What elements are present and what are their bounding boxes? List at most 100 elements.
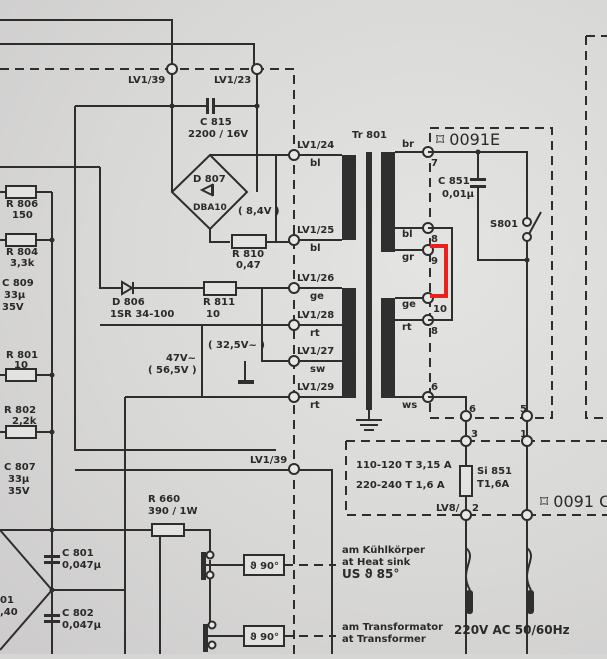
primary-wires <box>294 154 342 398</box>
label-lv1-39: LV1/39 <box>128 75 165 86</box>
primary-pin-2: LV1/25 bl <box>288 225 334 254</box>
junction <box>524 257 530 263</box>
resistor-r660 <box>151 523 185 537</box>
r804-ref: R 804 <box>6 247 38 258</box>
d806-type: 1SR 34-100 <box>110 309 174 320</box>
svg-text:ws: ws <box>402 400 417 411</box>
primary-pin-6: LV1/29 rt <box>288 382 334 411</box>
pin-1-label: 1 <box>520 429 527 440</box>
wire <box>125 529 211 623</box>
pin-6 <box>460 410 472 422</box>
r810-value: 0,47 <box>236 260 261 271</box>
svg-text:9: 9 <box>431 256 438 267</box>
svg-text:ge: ge <box>402 299 416 310</box>
c801-value: 0,047µ <box>62 560 102 571</box>
transformer-ref: Tr 801 <box>352 130 387 141</box>
svg-text:8: 8 <box>431 326 438 337</box>
d807-type: DBA10 <box>193 203 227 213</box>
note-heatsink-2: at Heat sink <box>342 557 411 568</box>
mechanical-link <box>284 564 336 637</box>
capacitor-c801-plate <box>44 561 60 564</box>
capacitor-c851-plate <box>470 185 486 188</box>
d807-ref: D 807 <box>193 174 226 185</box>
c851-ref: C 851 <box>438 176 470 187</box>
thermal-switch-2-contact <box>203 624 208 652</box>
r806-value: 150 <box>12 210 33 221</box>
wire-left-bus <box>74 106 276 451</box>
resistor-r806 <box>5 185 37 199</box>
c807-ref: C 807 <box>4 462 36 473</box>
secondary-pin-7: br 7 <box>402 139 438 169</box>
core-ground <box>356 410 382 421</box>
mains-label: 220V AC 50/60Hz <box>454 623 570 637</box>
mains-plug-pin-2 <box>527 590 534 614</box>
capacitor-c802-plate <box>44 614 60 617</box>
junction <box>169 103 175 109</box>
wire <box>99 167 294 289</box>
capacitor-c815-plate <box>212 98 215 114</box>
primary-pin-3: LV1/26 ge <box>288 273 334 302</box>
resistor-r811 <box>203 281 237 296</box>
red-jumper-annotation <box>430 244 448 298</box>
switch-s801-label: S801 <box>490 219 518 230</box>
voltage-8-4: ( 8,4V ) <box>238 206 280 217</box>
voltage-56-5: ( 56,5V ) <box>148 365 197 376</box>
wire <box>159 530 161 654</box>
fuse-box-boundary <box>345 440 607 516</box>
wire <box>428 396 467 410</box>
board-boundary <box>0 68 295 654</box>
svg-text:LV1/26: LV1/26 <box>297 273 334 284</box>
secondary-pin-9: gr 9 <box>402 244 438 267</box>
svg-text:10: 10 <box>433 304 447 315</box>
svg-text:LV1/29: LV1/29 <box>297 382 334 393</box>
junction <box>49 237 55 243</box>
svg-text:bl: bl <box>402 229 413 240</box>
module-0091e-boundary <box>429 127 553 419</box>
wire <box>100 288 294 397</box>
wire-top-1 <box>0 19 173 68</box>
svg-text:br: br <box>402 139 414 150</box>
pin-3-label: 3 <box>471 429 478 440</box>
junction <box>49 429 55 435</box>
switch-s801-contact <box>522 217 532 227</box>
c815-value: 2200 / 16V <box>188 129 248 140</box>
thermal-switch-1-label: ϑ 90° <box>250 561 279 572</box>
label-lv1-39-lower: LV1/39 <box>250 455 287 466</box>
module-0091e-label: ⌑ 0091E <box>436 130 500 149</box>
c807-value1: 33µ <box>8 474 30 485</box>
note-heatsink-1: am Kühlkörper <box>342 545 425 556</box>
fuse-si851 <box>459 465 473 497</box>
junction <box>49 372 55 378</box>
r802-value: 2,2k <box>12 416 37 427</box>
thermal-switch-2-label: ϑ 90° <box>250 632 279 643</box>
r801-value: 10 <box>14 360 28 371</box>
wire-bridge-sides <box>171 74 258 192</box>
svg-text:8: 8 <box>431 234 438 245</box>
fuse-value: T1,6A <box>477 479 510 490</box>
secondary-winding-2 <box>381 298 395 398</box>
wire-pin8-link <box>428 227 453 321</box>
secondary-pin-8b: rt 8 <box>402 314 438 337</box>
secondary-wires <box>395 151 428 398</box>
module-0091c-label: ⌑ 0091 C <box>540 492 607 511</box>
resistor-r810 <box>231 234 267 249</box>
note-transformer-2: at Transformer <box>342 634 426 645</box>
wire <box>209 229 230 243</box>
primary-winding-2 <box>342 288 356 398</box>
connector-lv1-39-lower <box>288 463 300 475</box>
pin-2 <box>460 509 472 521</box>
junction <box>254 103 260 109</box>
svg-text:LV1/27: LV1/27 <box>297 346 334 357</box>
pin-5-label: 5 <box>520 404 527 415</box>
wire <box>124 396 294 654</box>
connector-lv1-23 <box>251 63 263 75</box>
mains-cord <box>465 547 532 591</box>
c802-value: 0,047µ <box>62 620 102 631</box>
r810-ref: R 810 <box>232 249 264 260</box>
mains-plug-pin-1 <box>466 590 473 614</box>
note-heatsink-3: US ϑ 85° <box>342 567 399 581</box>
svg-text:rt: rt <box>402 322 412 333</box>
ground-symbol <box>238 380 254 384</box>
wire <box>75 469 333 654</box>
